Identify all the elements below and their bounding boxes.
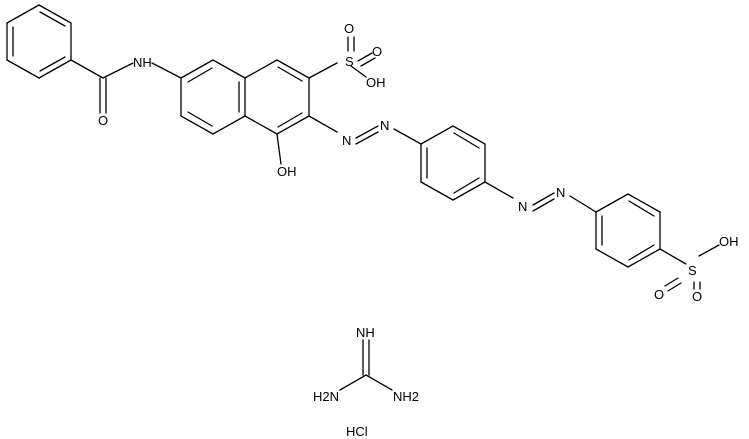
atom-label-sulfo-right-oh: OH [719, 234, 739, 249]
atom-label-sulfo-top-oh: OH [366, 75, 386, 90]
naphthalene-left-ring [180, 59, 246, 135]
atom-label-sulfo-right-o2: O [692, 289, 702, 304]
atom-label-sulfo-top-o2: O [372, 44, 382, 59]
atom-label-nh: NH [133, 55, 152, 70]
sulfonic-acid-top [308, 36, 376, 79]
naphthol-bond [276, 133, 282, 165]
salt-label: HCl [346, 424, 368, 439]
atom-label-guanidine-imine: NH [356, 325, 375, 340]
atom-label-guanidine-amine-right: NH2 [393, 389, 419, 404]
atom-label-sulfo-right-o1: O [654, 287, 664, 302]
azo-linkage-2 [484, 181, 597, 213]
atom-label-amide-oxygen: O [98, 113, 108, 128]
sulfophenyl-ring [595, 193, 661, 268]
atom-label-azo2-n2: N [556, 185, 565, 200]
atom-label-azo2-n1: N [518, 199, 527, 214]
atom-label-azo1-n2: N [380, 118, 389, 133]
atom-label-sulfo-top-o1: O [344, 21, 354, 36]
naphthalene-right-ring [244, 59, 310, 135]
azo-linkage-1 [308, 115, 422, 145]
atom-label-sulfo-top-s: S [345, 54, 354, 69]
atom-label-naphthol-oh: OH [277, 164, 297, 179]
phenylene-ring [420, 125, 486, 201]
atom-label-azo1-n1: N [342, 133, 351, 148]
atom-label-guanidine-amine-left: H2N [313, 389, 339, 404]
sulfonic-acid-right [659, 244, 720, 292]
guanidine [339, 339, 393, 391]
atom-label-sulfo-right-s: S [688, 263, 697, 278]
amide-group [70, 59, 182, 114]
benzoyl-ring [6, 4, 72, 79]
